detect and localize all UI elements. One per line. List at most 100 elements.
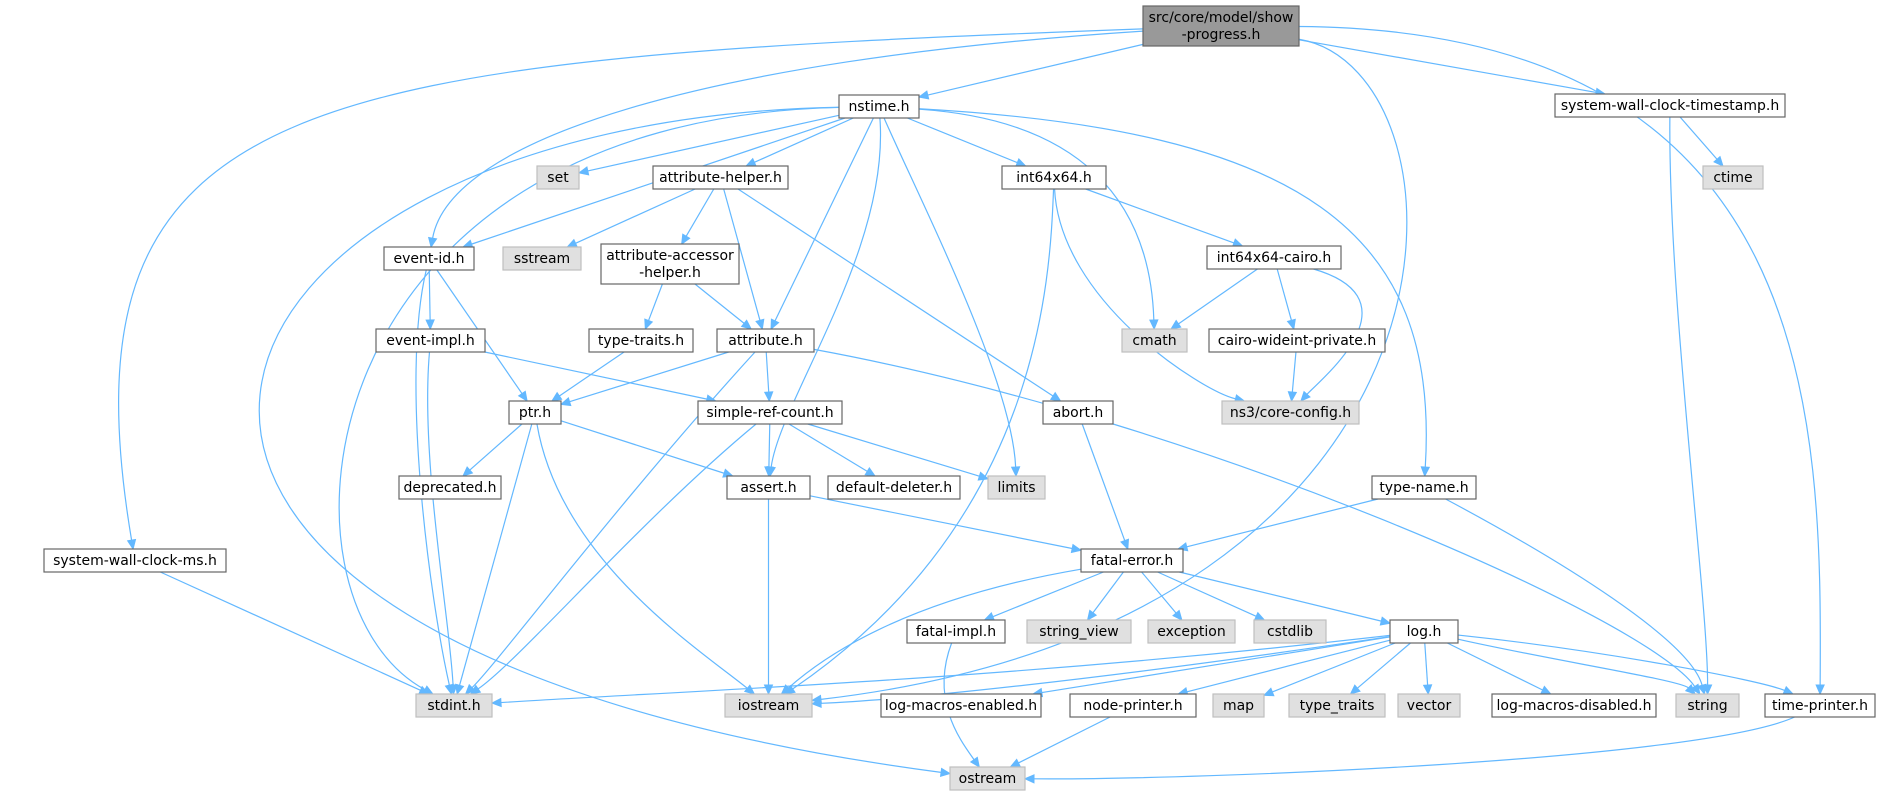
- edge-simple-ref-count-to-assert: [768, 423, 771, 468]
- node-box-stdint: [415, 693, 493, 718]
- arrowhead-nstime-to-attribute: [770, 318, 780, 331]
- node-log-macros-disabled[interactable]: log-macros-disabled.h: [1491, 693, 1657, 718]
- node-attribute-helper[interactable]: attribute-helper.h: [652, 165, 789, 190]
- node-fatal-error[interactable]: fatal-error.h: [1080, 548, 1184, 573]
- edge-log-to-node-printer: [1186, 639, 1391, 693]
- node-time-printer[interactable]: time-printer.h: [1764, 693, 1876, 718]
- node-event-impl[interactable]: event-impl.h: [375, 328, 486, 353]
- node-label-iostream: iostream: [738, 698, 800, 714]
- arrowhead-assert-to-fatal-error: [1070, 543, 1083, 554]
- node-box-set: [536, 165, 580, 190]
- node-label-string_view: string_view: [1039, 624, 1118, 640]
- node-box-abort: [1042, 400, 1114, 425]
- node-cairo-wideint-private[interactable]: cairo-wideint-private.h: [1208, 328, 1386, 353]
- edge-attribute-helper-to-attribute: [723, 188, 761, 321]
- arrowhead-fatal-error-to-exception: [1172, 609, 1183, 621]
- node-box-log-macros-enabled: [880, 693, 1042, 718]
- node-ctime: ctime: [1702, 165, 1764, 190]
- node-stdint: stdint.h: [415, 693, 493, 718]
- arrowhead-nstime-to-type-name: [1420, 466, 1431, 478]
- arrowhead-show-progress-to-event-id: [427, 236, 438, 249]
- node-label-cairo-wideint-private: cairo-wideint-private.h: [1218, 333, 1376, 349]
- node-label-int64x64: int64x64.h: [1016, 170, 1092, 186]
- arrowhead-cairo-wideint-private-to-core-config: [1287, 391, 1298, 403]
- node-assert[interactable]: assert.h: [726, 475, 811, 500]
- edge-fatal-error-to-iostream: [787, 568, 1082, 689]
- node-box-attribute: [716, 328, 815, 353]
- node-simple-ref-count[interactable]: simple-ref-count.h: [697, 400, 843, 425]
- node-event-id[interactable]: event-id.h: [383, 246, 475, 271]
- arrowhead-int64x64-cairo-to-cmath: [1170, 319, 1182, 330]
- edge-show-progress-to-time-printer: [1298, 25, 1821, 686]
- edge-attribute-helper-to-attribute-accessor-helper: [685, 188, 715, 237]
- arrowhead-attribute-to-ptr: [559, 396, 572, 407]
- node-int64x64-cairo[interactable]: int64x64-cairo.h: [1206, 245, 1342, 270]
- edge-log-to-map: [1272, 642, 1396, 693]
- edge-type-traits-to-ptr: [559, 351, 625, 397]
- node-log-macros-enabled[interactable]: log-macros-enabled.h: [880, 693, 1042, 718]
- node-show-progress[interactable]: src/core/model/show-progress.h: [1142, 5, 1300, 47]
- arrowhead-type-traits-to-ptr: [550, 391, 563, 402]
- arrowhead-int64x64-cairo-to-core-config: [1300, 390, 1311, 402]
- edge-nstime-to-set: [587, 114, 840, 172]
- node-log[interactable]: log.h: [1389, 619, 1459, 644]
- edge-attribute-to-string: [813, 348, 1696, 687]
- node-box-sstream: [502, 246, 582, 271]
- node-ptr[interactable]: ptr.h: [508, 400, 562, 425]
- edge-event-impl-to-stdint: [427, 351, 454, 686]
- node-label-set: set: [547, 170, 569, 186]
- node-abort[interactable]: abort.h: [1042, 400, 1114, 425]
- node-box-simple-ref-count: [697, 400, 843, 425]
- node-type-traits[interactable]: type-traits.h: [588, 328, 694, 353]
- arrowhead-nstime-to-ostream: [939, 767, 952, 778]
- node-label-map: map: [1223, 698, 1254, 714]
- arrowhead-fatal-error-to-log: [1379, 616, 1392, 626]
- node-label-type_traits: type_traits: [1300, 698, 1375, 714]
- node-label-ctime: ctime: [1713, 170, 1752, 186]
- node-box-attribute-accessor-helper: [600, 243, 740, 285]
- node-label-type-traits: type-traits.h: [598, 333, 684, 349]
- arrowhead-attribute-accessor-helper-to-attribute: [740, 319, 753, 330]
- arrowhead-fatal-error-to-iostream: [780, 684, 792, 695]
- node-label-cstdlib: cstdlib: [1267, 624, 1313, 640]
- node-system-wall-clock-ms[interactable]: system-wall-clock-ms.h: [43, 548, 227, 573]
- node-box-type-traits: [588, 328, 694, 353]
- node-label-show-progress-line-1: src/core/model/show: [1149, 10, 1294, 26]
- node-deprecated[interactable]: deprecated.h: [398, 475, 502, 500]
- node-box-string_view: [1026, 619, 1132, 644]
- node-attribute-accessor-helper[interactable]: attribute-accessor-helper.h: [600, 243, 740, 285]
- edge-show-progress-to-system-wall-clock-timestamp: [1298, 39, 1597, 94]
- node-box-attribute-helper: [652, 165, 789, 190]
- edge-nstime-to-attribute: [774, 117, 874, 322]
- edge-show-progress-to-event-id: [432, 30, 1144, 239]
- edge-fatal-error-to-exception: [1141, 571, 1177, 614]
- edge-log-to-vector: [1424, 642, 1429, 686]
- node-node-printer[interactable]: node-printer.h: [1069, 693, 1197, 718]
- node-box-int64x64-cairo: [1206, 245, 1342, 270]
- node-int64x64[interactable]: int64x64.h: [1001, 165, 1107, 190]
- arrowhead-log-to-string: [1684, 684, 1697, 695]
- node-box-map: [1212, 693, 1265, 718]
- node-box-assert: [726, 475, 811, 500]
- node-box-type_traits: [1288, 693, 1386, 718]
- arrowhead-type-name-to-string: [1697, 683, 1707, 696]
- node-limits: limits: [987, 475, 1046, 500]
- edge-attribute-to-ptr: [569, 351, 729, 403]
- node-type-name[interactable]: type-name.h: [1371, 475, 1477, 500]
- node-label-attribute-helper: attribute-helper.h: [659, 170, 782, 186]
- node-nstime[interactable]: nstime.h: [838, 94, 920, 119]
- node-fatal-impl[interactable]: fatal-impl.h: [906, 619, 1006, 644]
- node-box-event-impl: [375, 328, 486, 353]
- node-attribute[interactable]: attribute.h: [716, 328, 815, 353]
- node-exception: exception: [1147, 619, 1236, 644]
- node-label-show-progress-line-2: -progress.h: [1182, 27, 1261, 43]
- node-label-system-wall-clock-ms: system-wall-clock-ms.h: [53, 553, 217, 569]
- node-box-core-config: [1221, 400, 1360, 425]
- node-default-deleter[interactable]: default-deleter.h: [827, 475, 961, 500]
- node-label-log: log.h: [1407, 624, 1442, 640]
- edge-int64x64-to-core-config: [1053, 188, 1236, 400]
- edge-type-name-to-fatal-error: [1186, 498, 1379, 548]
- arrowhead-show-progress-to-nstime: [917, 90, 930, 100]
- node-system-wall-clock-timestamp[interactable]: system-wall-clock-timestamp.h: [1554, 93, 1786, 118]
- arrowhead-show-progress-to-system-wall-clock-ms: [126, 538, 137, 551]
